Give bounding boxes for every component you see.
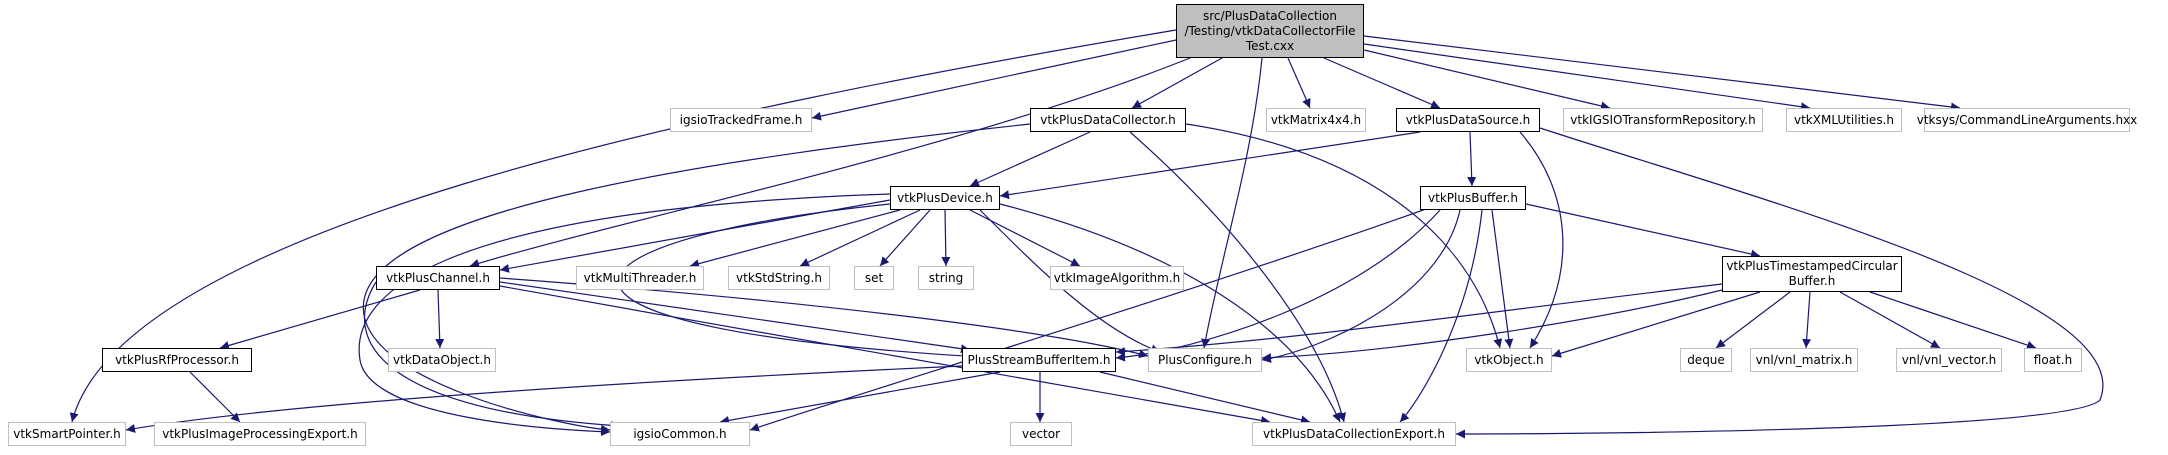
node-vector[interactable]: vector: [1010, 422, 1072, 446]
node-vtksys-CommandLineArguments[interactable]: vtksys/CommandLineArguments.hxx: [1917, 108, 2137, 132]
node-set[interactable]: set: [854, 266, 894, 290]
node-vnl-vector[interactable]: vnl/vnl_vector.h: [1896, 348, 2002, 372]
edge-buffer-tcb: [1525, 203, 1761, 259]
edge-rfprocessor-imageprocexport: [189, 371, 241, 423]
edge-root-vtkPlusDataSource: [1323, 57, 1441, 109]
edge-root-vtkPlusChannel: [469, 57, 1191, 268]
edge-buffer-igsioCommon: [749, 203, 1441, 432]
node-vtkPlusBuffer[interactable]: vtkPlusBuffer.h: [1420, 186, 1526, 210]
edge-tcb-PlusConfigure: [1261, 289, 1723, 363]
focus-node-line-3: Test.cxx: [1245, 38, 1295, 53]
edge-tcb-vnl-matrix: [1802, 291, 1812, 349]
node-igsioCommon[interactable]: igsioCommon.h: [610, 422, 750, 446]
node-vtkPlusRfProcessor[interactable]: vtkPlusRfProcessor.h: [102, 348, 252, 372]
node-deque[interactable]: deque: [1680, 348, 1732, 372]
edge-device-PlusConfigure: [979, 209, 1161, 354]
edge-collector-vtkObject: [1185, 123, 1503, 349]
edge-root-PlusConfigure: [1201, 57, 1263, 349]
edge-device-set: [879, 209, 931, 267]
edge-buffer-PlusConfigure: [1261, 209, 1461, 363]
node-vtkPlusDataCollectionExport[interactable]: vtkPlusDataCollectionExport.h: [1252, 422, 1456, 446]
node-vtkPlusDevice[interactable]: vtkPlusDevice.h: [890, 186, 1000, 210]
edge-sbi-igsioCommon: [719, 371, 1001, 425]
node-line-2: Buffer.h: [1788, 274, 1836, 288]
node-PlusStreamBufferItem[interactable]: PlusStreamBufferItem.h: [962, 348, 1116, 372]
edge-device-vtkImageAlgorithm: [969, 209, 1081, 267]
edge-device-igsioCommon: [358, 193, 891, 437]
focus-node-line-1: src/PlusDataCollection: [1203, 8, 1337, 23]
edge-root-igsioTrackedFrame: [811, 39, 1177, 121]
node-vtkStdString[interactable]: vtkStdString.h: [728, 266, 830, 290]
edge-root-vtkSmartPointer: [69, 29, 1177, 423]
edge-device-vtkPlusDataCollectionExport: [999, 203, 1341, 423]
edge-tcb-deque: [1715, 291, 1791, 349]
node-vtkObject[interactable]: vtkObject.h: [1466, 348, 1552, 372]
node-vtkSmartPointer[interactable]: vtkSmartPointer.h: [8, 422, 126, 446]
node-string[interactable]: string: [918, 266, 974, 290]
node-vtkDataObject[interactable]: vtkDataObject.h: [388, 348, 496, 372]
edge-root-vtkIGSIOTransformRepository: [1363, 49, 1611, 111]
edge-source-vtkObject: [1519, 131, 1564, 349]
edge-device-vtkMultiThreader: [689, 209, 901, 269]
node-vtkPlusTimestampedCircularBuffer[interactable]: vtkPlusTimestampedCircular Buffer.h: [1722, 256, 1902, 292]
edge-channel-PlusStreamBufferItem: [499, 281, 971, 354]
node-igsioTrackedFrame[interactable]: igsioTrackedFrame.h: [670, 108, 812, 132]
node-PlusConfigure[interactable]: PlusConfigure.h: [1148, 348, 1262, 372]
node-float[interactable]: float.h: [2024, 348, 2082, 372]
edge-root-vtkXMLUtilities: [1363, 43, 1811, 112]
edge-sbi-vtkPlusDataCollectionExport: [1099, 371, 1311, 425]
edge-root-vtkMatrix4x4: [1287, 57, 1311, 109]
node-vtkPlusChannel[interactable]: vtkPlusChannel.h: [376, 266, 500, 290]
edge-root-vtkPlusDataCollector: [1131, 57, 1223, 109]
node-vtkImageAlgorithm[interactable]: vtkImageAlgorithm.h: [1050, 266, 1184, 290]
edge-collector-vtkPlusDataCollectionExport: [1129, 131, 1347, 423]
node-vtkIGSIOTransformRepository[interactable]: vtkIGSIOTransformRepository.h: [1563, 108, 1763, 132]
node-vtkMultiThreader[interactable]: vtkMultiThreader.h: [576, 266, 704, 290]
edge-device-vtkStdString: [799, 209, 921, 267]
edge-source-vtkPlusBuffer: [1467, 131, 1477, 187]
focus-node-line-2: /Testing/vtkDataCollectorFile: [1184, 23, 1356, 38]
edge-buffer-vtkPlusDataCollectionExport: [1399, 209, 1483, 423]
node-line-1: vtkPlusTimestampedCircular: [1726, 259, 1898, 273]
node-vtkPlusDataSource[interactable]: vtkPlusDataSource.h: [1396, 108, 1540, 132]
edge-tcb-float: [1869, 291, 2037, 350]
edge-tcb-vnl-vector: [1839, 291, 1941, 349]
edge-sbi-vtkSmartPointer: [125, 365, 963, 433]
node-vtkPlusDataCollector[interactable]: vtkPlusDataCollector.h: [1030, 108, 1186, 132]
node-vnl-matrix[interactable]: vnl/vnl_matrix.h: [1750, 348, 1858, 372]
node-vtkXMLUtilities[interactable]: vtkXMLUtilities.h: [1786, 108, 1902, 132]
edge-channel-vtkPlusRfProcessor: [219, 289, 421, 350]
edge-tcb-PlusStreamBufferItem: [1115, 283, 1723, 356]
edge-tcb-vtkObject: [1551, 291, 1761, 358]
node-vtkPlusImageProcessingExport[interactable]: vtkPlusImageProcessingExport.h: [154, 422, 366, 446]
edge-source-vtkPlusDataCollectionExport: [1455, 127, 2104, 439]
edge-channel-vtkDataObject: [435, 289, 445, 349]
edge-buffer-vtkObject: [1491, 209, 1514, 349]
edge-source-vtkPlusDevice: [999, 131, 1421, 200]
edge-collector-vtkPlusDevice: [969, 131, 1091, 187]
node-vtkMatrix4x4[interactable]: vtkMatrix4x4.h: [1266, 108, 1366, 132]
focus-node-vtkDataCollectorFileTest: src/PlusDataCollection /Testing/vtkDataC…: [1176, 4, 1364, 58]
edge-device-string: [941, 209, 951, 267]
edge-root-CommandLineArguments: [1363, 35, 1961, 112]
